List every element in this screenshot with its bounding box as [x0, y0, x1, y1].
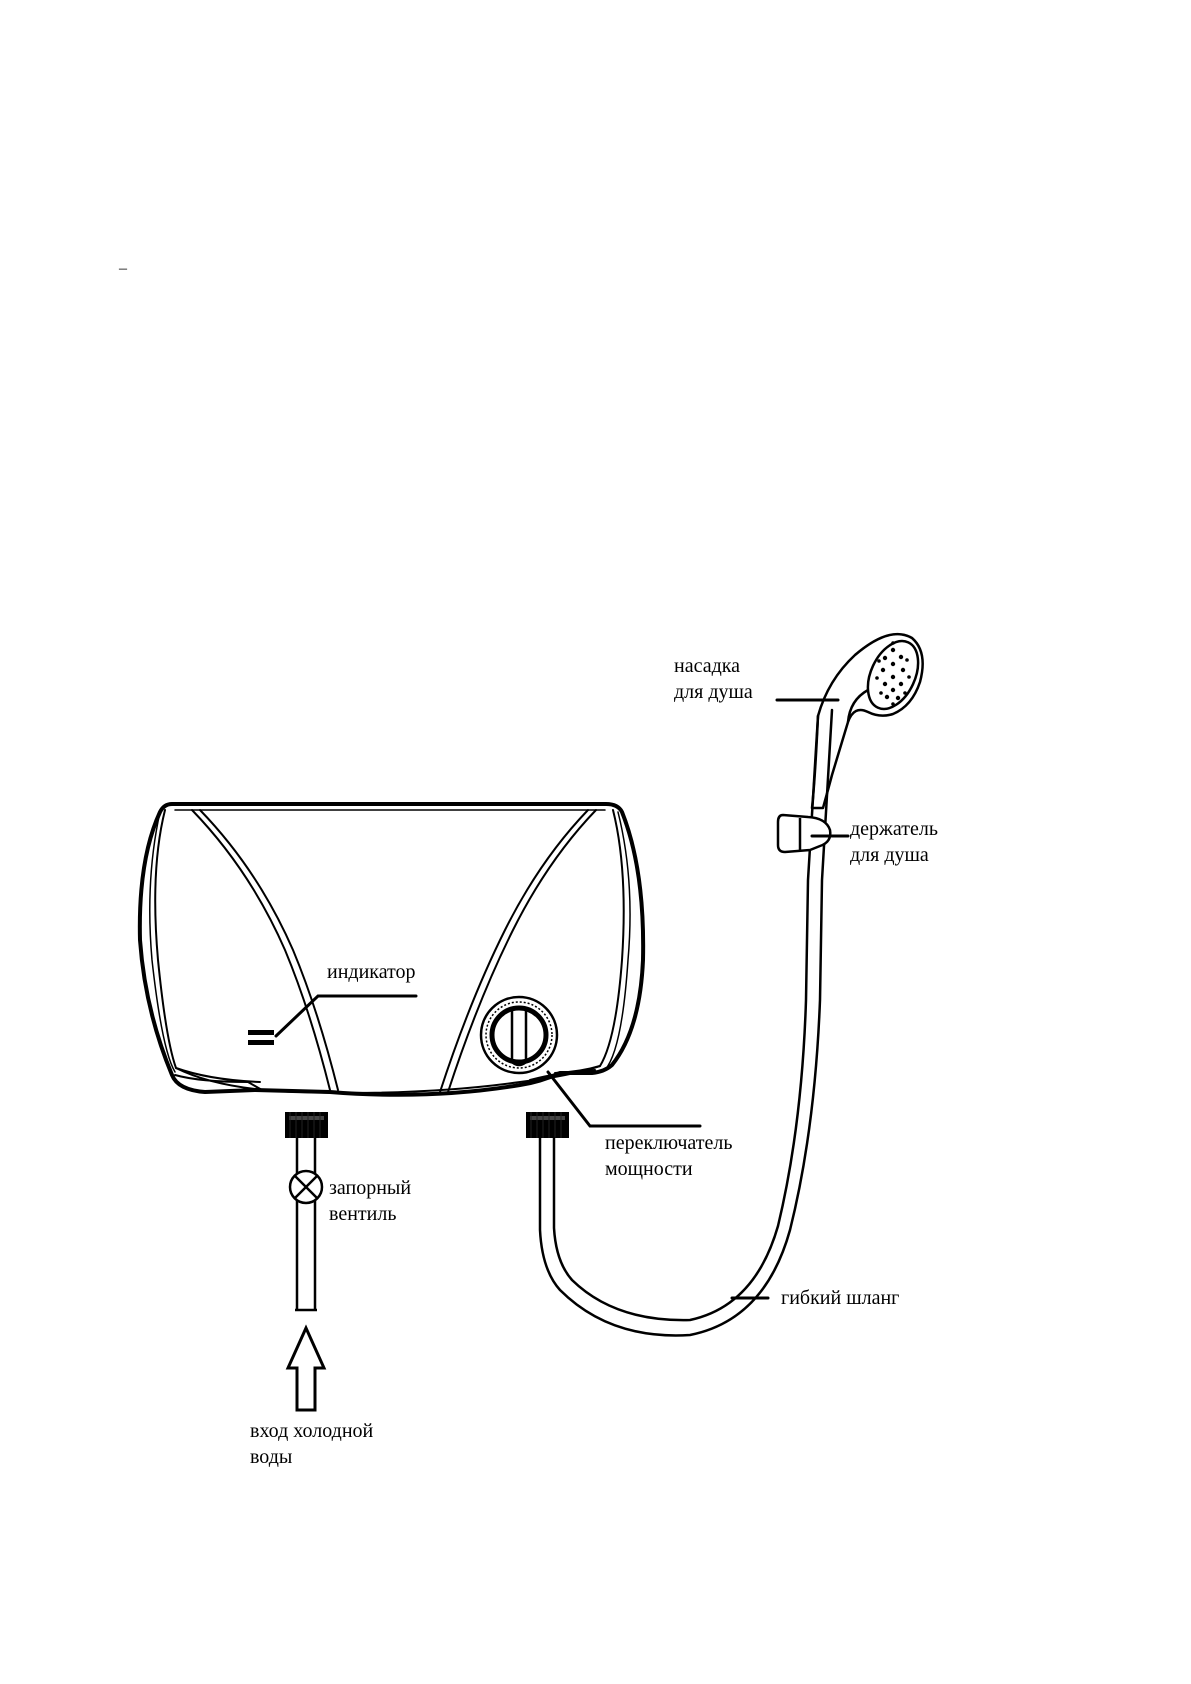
shutoff-valve-label: запорный вентиль: [329, 1175, 411, 1227]
power-switch-label-line1: переключатель: [605, 1132, 733, 1154]
heater-outline: [137, 802, 646, 1097]
indicator-label: индикатор: [327, 959, 416, 985]
heater-right-panel: [554, 809, 625, 1074]
power-switch-label: переключатель мощности: [605, 1130, 732, 1182]
indicator-label-text: индикатор: [327, 961, 416, 983]
shower-holder-label-line2: для душа: [850, 844, 929, 866]
shower-head-label-line2: для душа: [674, 681, 753, 703]
heater-body: [137, 802, 646, 1097]
inlet-pipe: [295, 1138, 317, 1312]
outlet-fitting: [526, 1112, 569, 1138]
cold-water-inlet-label-line2: воды: [250, 1446, 293, 1468]
power-switch-leader: [546, 1070, 702, 1128]
cold-water-inlet-label: вход холодной воды: [250, 1418, 373, 1470]
shower-holder-icon: [776, 813, 832, 854]
leader-lines: [274, 698, 850, 1300]
shutoff-valve-icon: [288, 1169, 324, 1205]
shower-head-label: насадка для душа: [674, 653, 753, 705]
power-switch-label-line2: мощности: [605, 1158, 693, 1180]
inlet-fitting: [285, 1112, 328, 1138]
cold-water-inlet-label-line1: вход холодной: [250, 1420, 374, 1442]
heater-right-swoosh: [439, 809, 589, 1093]
stray-mark: –: [119, 260, 127, 277]
shutoff-valve-label-line1: запорный: [329, 1177, 412, 1199]
power-switch-knob-icon: [479, 995, 559, 1075]
heater-left-panel: [154, 809, 261, 1083]
shower-head-icon: [810, 632, 924, 810]
shutoff-valve-label-line2: вентиль: [329, 1203, 397, 1225]
flexible-hose-label-text: гибкий шланг: [781, 1287, 900, 1309]
shower-holder-label-line1: держатель: [850, 818, 938, 840]
shower-holder-label: держатель для душа: [850, 816, 938, 868]
flexible-hose-label: гибкий шланг: [781, 1285, 899, 1311]
heater-left-swoosh: [191, 809, 331, 1091]
indicator-icon: [248, 1030, 274, 1045]
indicator-leader: [274, 994, 418, 1038]
inlet-arrow-icon: [285, 1324, 327, 1412]
flexible-hose: [538, 708, 834, 1337]
shower-head-label-line1: насадка: [674, 655, 741, 677]
